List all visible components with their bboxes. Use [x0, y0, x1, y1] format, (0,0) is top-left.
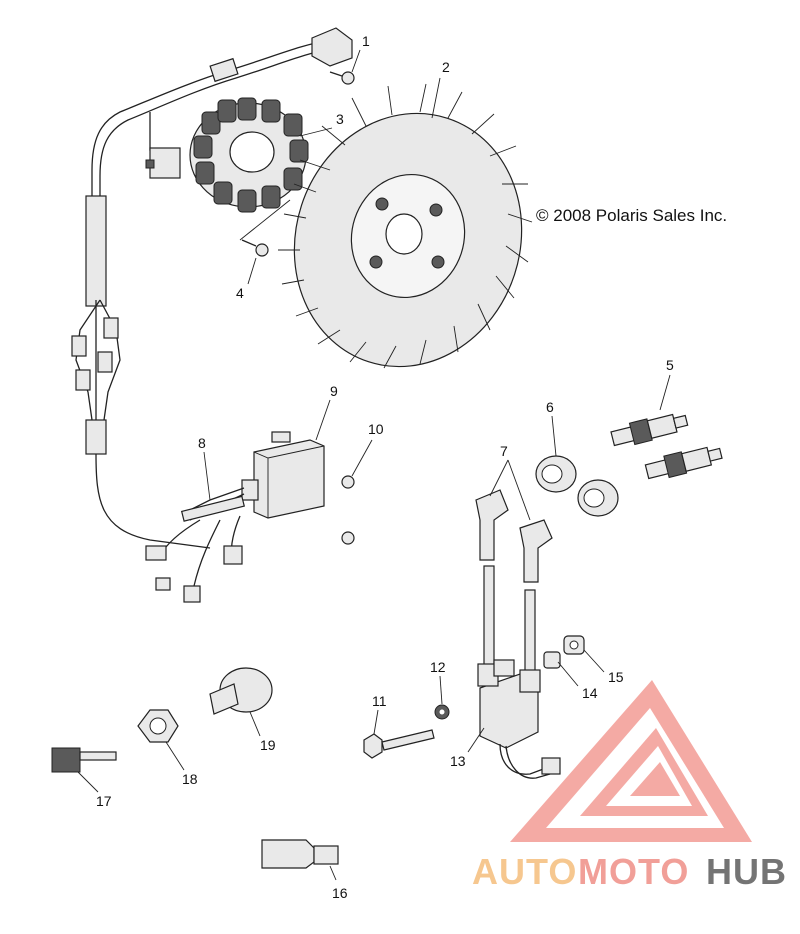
stator	[189, 97, 309, 213]
cdi-screws	[341, 475, 355, 545]
callout-2: 2	[442, 59, 450, 75]
callout-15: 15	[608, 669, 624, 685]
flywheel	[278, 83, 533, 369]
ignition-switch	[209, 667, 273, 715]
stator-screw	[239, 199, 291, 257]
callout-14: 14	[582, 685, 598, 701]
watermark-moto: MOTO	[578, 851, 689, 892]
callout-18: 18	[182, 771, 198, 787]
callout-6: 6	[546, 399, 554, 415]
callout-numbers: 1 2 3 4 5 6 7 8 9 10 11 12 13 14 15 16 1…	[96, 33, 674, 901]
callout-10: 10	[368, 421, 384, 437]
callout-16: 16	[332, 885, 348, 901]
harness-screw	[329, 71, 355, 85]
callout-8: 8	[198, 435, 206, 451]
callout-7: 7	[500, 443, 508, 459]
callout-12: 12	[430, 659, 446, 675]
watermark-hub: HUB	[706, 851, 787, 892]
spark-plugs	[610, 413, 723, 480]
watermark-logo: AUTO MOTO HUB	[472, 680, 787, 892]
callout-11: 11	[372, 693, 387, 709]
callout-17: 17	[96, 793, 112, 809]
grommets	[535, 455, 619, 517]
copyright-text: © 2008 Polaris Sales Inc.	[536, 206, 727, 225]
nut	[137, 709, 179, 743]
star-washer	[434, 704, 450, 720]
spark-plug-caps	[475, 489, 553, 687]
cdi-harness	[145, 487, 245, 603]
cdi-module	[241, 431, 325, 519]
callout-5: 5	[666, 357, 674, 373]
ignition-coil	[477, 659, 561, 779]
stator-harness	[71, 27, 353, 549]
callout-9: 9	[330, 383, 338, 399]
callout-19: 19	[260, 737, 276, 753]
callout-1: 1	[362, 33, 370, 49]
key	[51, 747, 117, 773]
leader-lines	[77, 49, 671, 881]
watermark-auto: AUTO	[472, 851, 577, 892]
callout-4: 4	[236, 285, 244, 301]
callout-13: 13	[450, 753, 466, 769]
coil-bolt	[363, 729, 435, 759]
callout-3: 3	[336, 111, 344, 127]
spacers	[543, 635, 585, 669]
connector-16	[261, 839, 339, 869]
